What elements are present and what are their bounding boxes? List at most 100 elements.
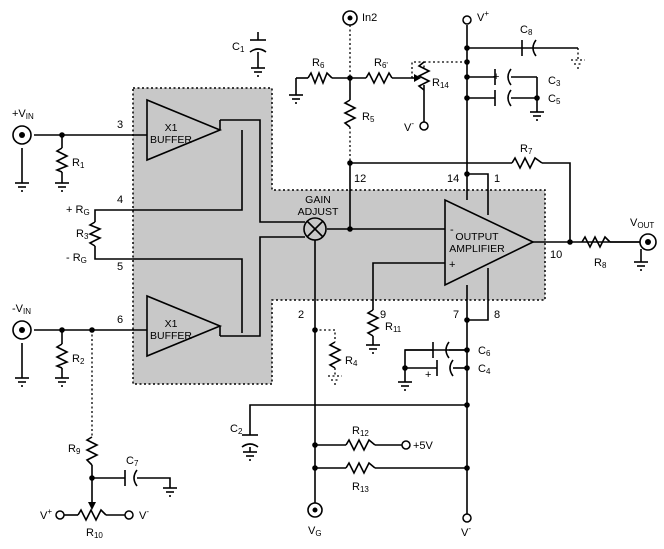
solid-wiring <box>34 25 648 516</box>
pin-number-4: 4 <box>117 194 123 206</box>
capacitors <box>124 39 537 487</box>
component-label-r3: R3 <box>76 228 89 241</box>
component-label-r4: R4 <box>345 355 358 368</box>
r1-resistor <box>54 147 69 173</box>
gain-adjust-label-line1: GAIN <box>305 194 331 206</box>
ground-icon <box>55 377 69 387</box>
r6-resistor <box>307 70 333 86</box>
ground-icon <box>243 451 257 461</box>
gain-adjust-multiplier <box>303 217 327 241</box>
outamp-plus-label: + <box>449 259 455 271</box>
r7-resistor <box>511 156 543 170</box>
component-label-r13: R13 <box>352 481 369 494</box>
r10-vminus-label: V- <box>139 507 149 522</box>
component-label-c3: C3 <box>548 75 561 88</box>
vplus-top-label: V+ <box>477 9 489 24</box>
component-label-r12: R12 <box>352 425 369 438</box>
component-label-r5: R5 <box>362 111 375 124</box>
outamp-minus-label: - <box>450 224 454 236</box>
r14-potentiometer <box>417 61 431 91</box>
pin-number-9: 9 <box>380 309 386 321</box>
component-label-r7: R7 <box>520 143 533 156</box>
optional-connections <box>91 25 579 437</box>
ground-icon <box>55 182 69 192</box>
r5-resistor <box>343 99 357 128</box>
resistors <box>54 61 640 522</box>
component-label-r10: R10 <box>86 527 103 540</box>
ground-icon <box>398 381 412 391</box>
component-label-r6: R6 <box>312 57 325 70</box>
ground-icon <box>251 67 265 77</box>
junction-dots <box>59 45 573 481</box>
component-label-r8: R8 <box>594 257 607 270</box>
r14-vminus-label: V- <box>404 119 414 134</box>
component-label-c1: C1 <box>232 41 245 54</box>
ic-package-region <box>132 87 546 385</box>
pin-number-5: 5 <box>117 261 123 273</box>
rg-minus-label: - RG <box>66 252 87 265</box>
r10-vplus-label: V+ <box>40 507 52 522</box>
r6-prime-resistor <box>365 71 393 85</box>
output-amplifier <box>444 198 535 287</box>
component-label-c2: C2 <box>230 423 243 436</box>
ground-icon <box>328 375 342 385</box>
buffer-amplifier-2 <box>146 294 223 358</box>
ground-icon <box>163 487 177 497</box>
buffer1-label-line2: BUFFER <box>150 134 192 146</box>
component-label-r11: R11 <box>385 321 402 334</box>
r9-resistor <box>85 436 99 466</box>
component-label-c4: C4 <box>478 363 491 376</box>
component-label-r9: R9 <box>68 443 81 456</box>
component-label-c7: C7 <box>126 455 139 468</box>
ground-icon <box>530 111 544 121</box>
component-label-r1: R1 <box>72 157 85 170</box>
outamp-label-line1: OUTPUT <box>455 231 499 243</box>
c3-polarity: + <box>493 71 499 83</box>
pin-number-6: 6 <box>117 314 123 326</box>
buffer2-label-line2: BUFFER <box>150 330 192 342</box>
buffer-amplifier-1 <box>146 98 223 162</box>
ground-icon <box>634 249 648 271</box>
r13-resistor <box>345 461 376 475</box>
buffer1-label-line1: X1 <box>165 122 178 134</box>
component-label-r6p: R6' <box>374 57 388 70</box>
pin-number-7: 7 <box>453 309 459 321</box>
pin-number-10: 10 <box>550 249 562 261</box>
in2-label: In2 <box>362 12 377 24</box>
pin-number-1: 1 <box>494 173 500 185</box>
r4-resistor <box>328 341 342 369</box>
vout-label: VOUT <box>630 217 654 230</box>
vg-label: VG <box>308 525 322 538</box>
pin-number-12: 12 <box>354 173 366 185</box>
r2-resistor <box>54 343 69 369</box>
pin-number-14: 14 <box>447 173 459 185</box>
r12-resistor <box>345 438 376 452</box>
outamp-label-line2: AMPLIFIER <box>449 243 505 255</box>
r3-resistor <box>88 221 102 247</box>
signal-labels: +VIN -VIN In2 V+ V- VOUT VG +5V V- V+ V-… <box>12 9 654 539</box>
r8-resistor <box>581 235 611 249</box>
buffer2-label-line1: X1 <box>165 318 178 330</box>
vminus-bottom-label: V- <box>461 524 471 539</box>
pin-number-2: 2 <box>298 309 304 321</box>
component-label-r2: R2 <box>72 353 85 366</box>
r11-resistor <box>366 309 380 337</box>
ground-symbols <box>15 59 648 497</box>
block-labels: X1 BUFFER X1 BUFFER GAIN ADJUST OUTPUT A… <box>150 71 505 381</box>
r10-potentiometer <box>77 508 107 522</box>
ground-icon <box>15 148 29 192</box>
component-label-r14: R14 <box>432 77 449 90</box>
plus5v-label: +5V <box>413 440 434 452</box>
ground-icon <box>366 344 380 354</box>
component-label-c6: C6 <box>478 345 491 358</box>
pin-number-3: 3 <box>117 119 123 131</box>
component-label-c8: C8 <box>520 24 533 37</box>
terminals <box>12 10 657 523</box>
pin-number-8: 8 <box>494 309 500 321</box>
c4-polarity: + <box>425 369 431 381</box>
ground-icon <box>289 94 303 104</box>
gain-adjust-label-line2: ADJUST <box>298 206 339 218</box>
